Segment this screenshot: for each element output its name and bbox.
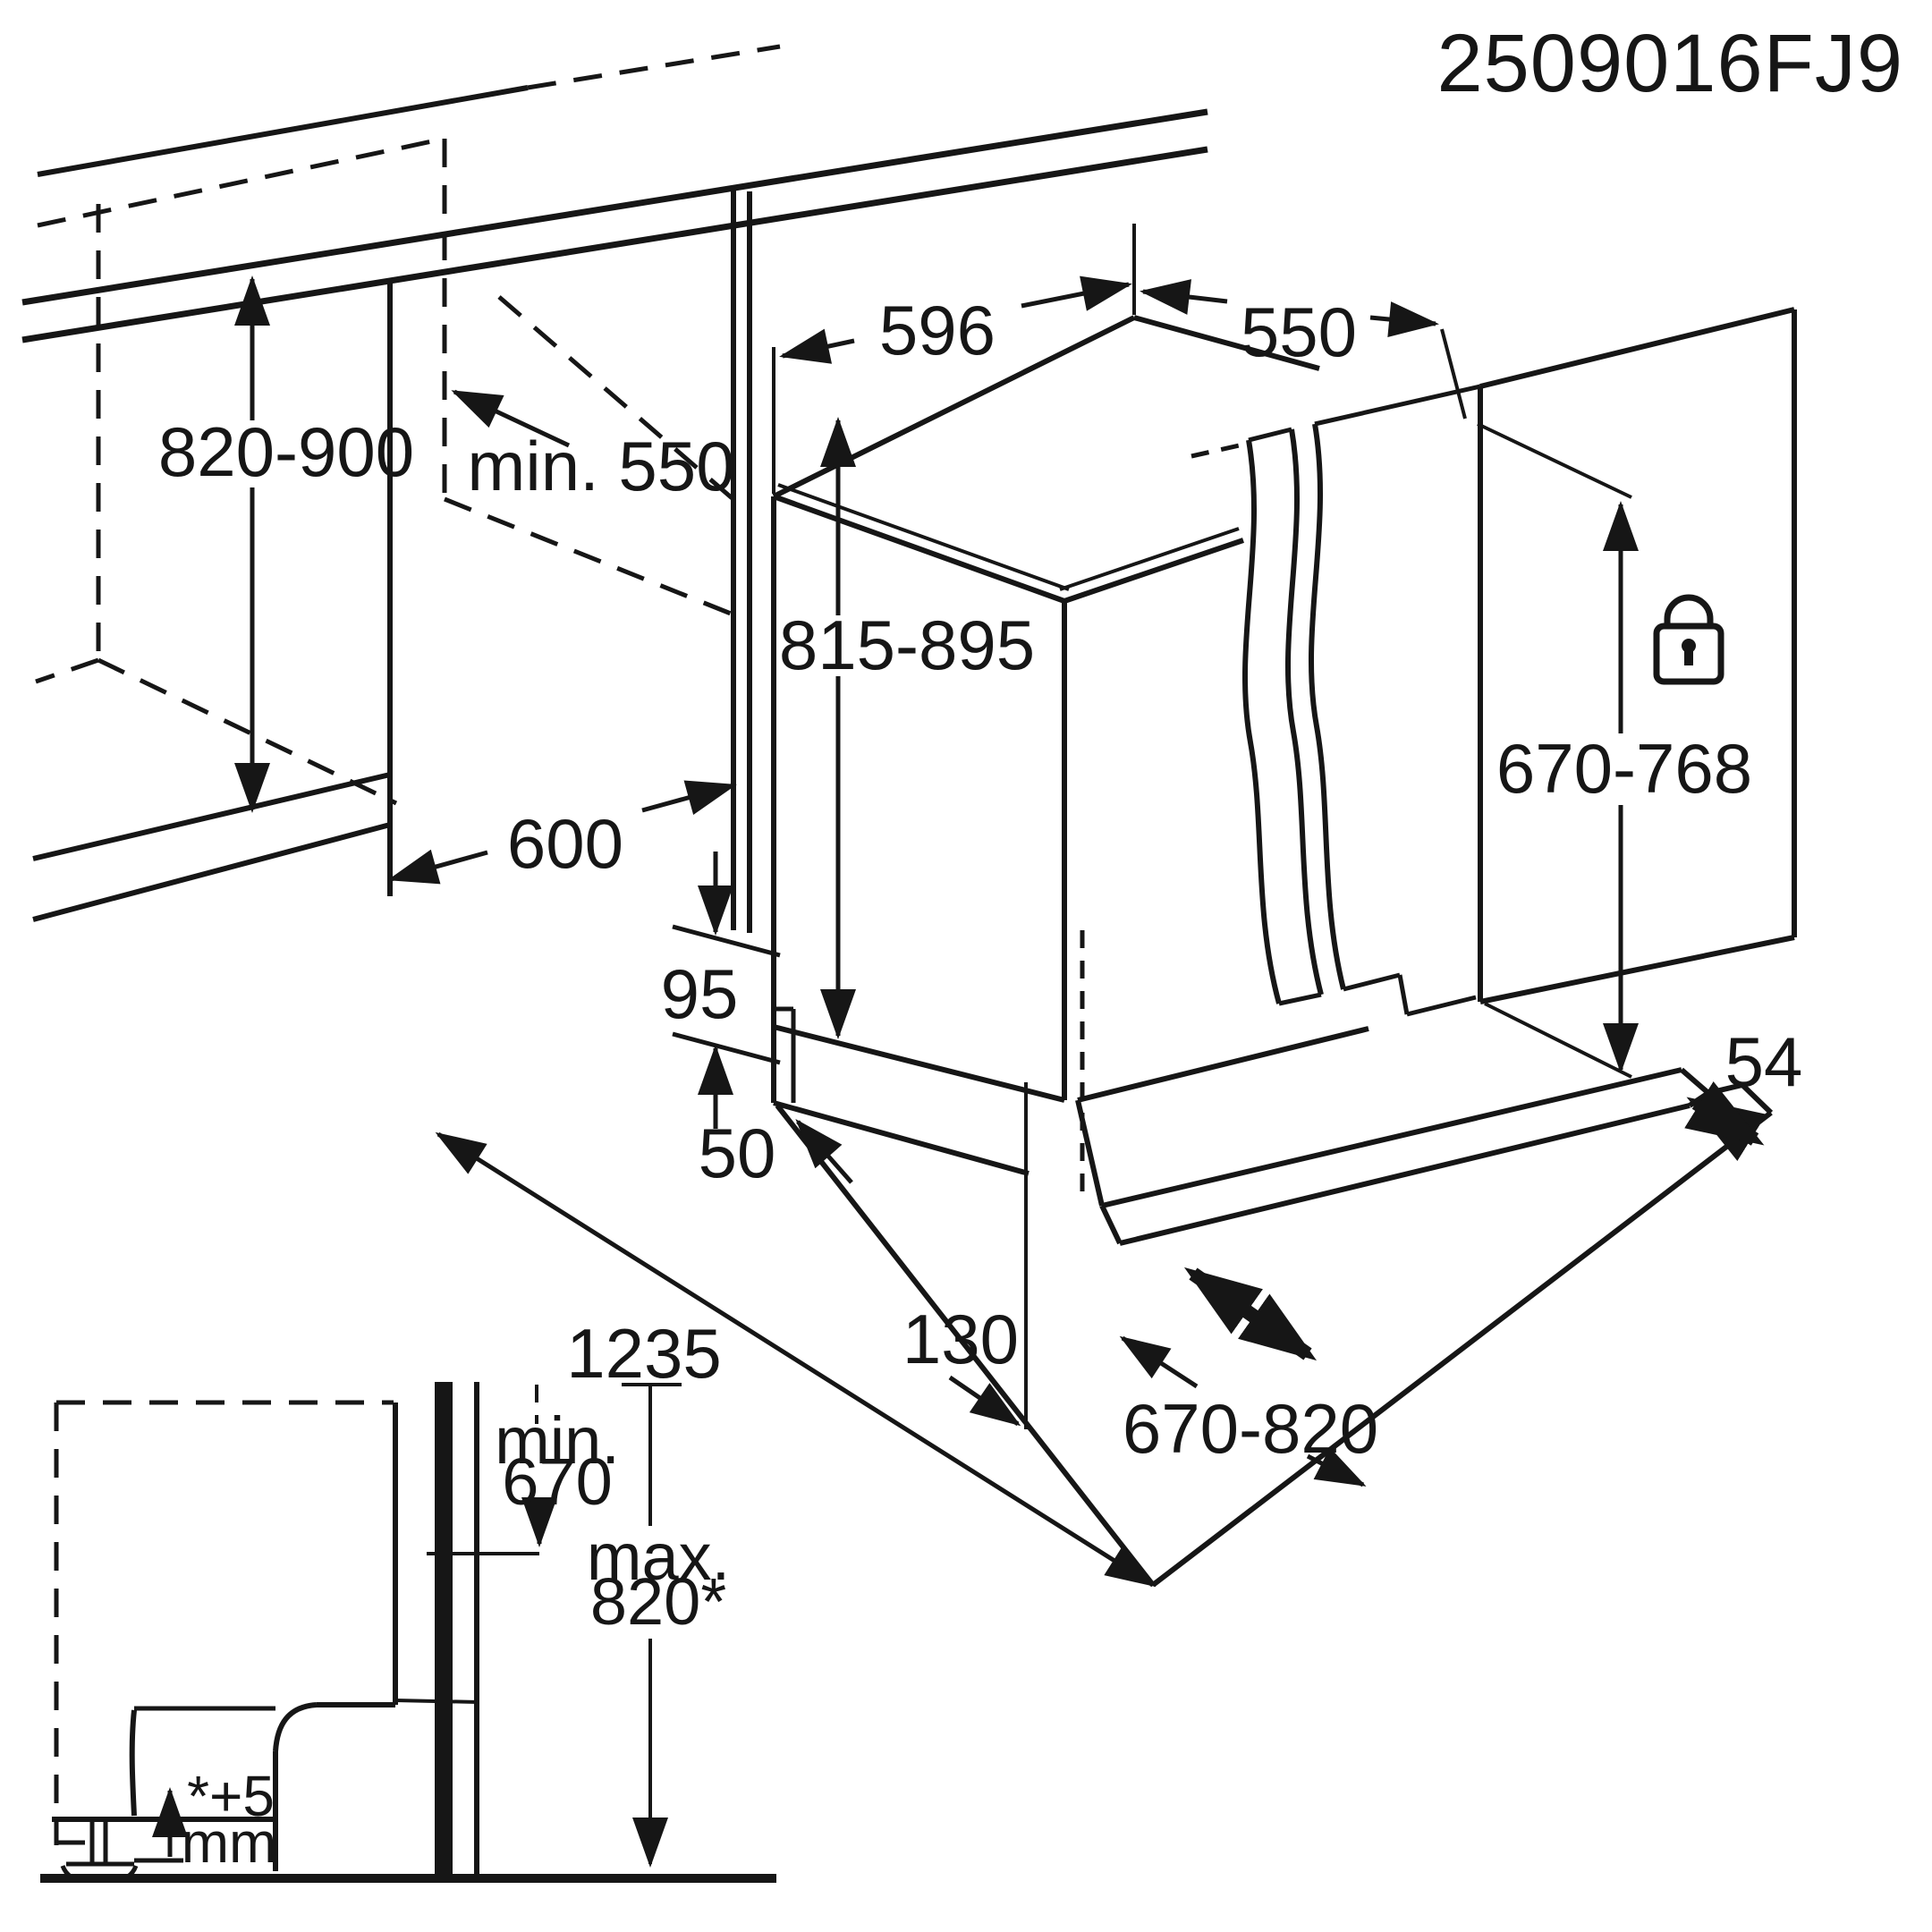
- foot-adjust-line1: *+5: [187, 1764, 275, 1828]
- panel-height-label: 670-768: [1496, 729, 1752, 808]
- detail-min-value: 670: [502, 1445, 612, 1519]
- part-number: 2509016FJ9: [1436, 18, 1903, 109]
- dim-appliance-width: 596: [772, 224, 1136, 494]
- counter-and-niche: [21, 44, 1208, 933]
- plinth-recess-label: 50: [699, 1114, 776, 1192]
- appliance-width-label: 596: [879, 291, 996, 369]
- total-depth-label: 1235: [566, 1314, 722, 1393]
- dim-niche-depth: min. 550: [451, 389, 735, 505]
- padlock-icon: [1653, 594, 1724, 685]
- double-arrow-icon: [1183, 1267, 1318, 1361]
- dim-niche-height: 820-900: [158, 275, 414, 813]
- appliance-depth-label: 550: [1241, 292, 1357, 371]
- niche-height-label: 820-900: [158, 412, 414, 491]
- dim-appliance-depth: 550: [1140, 279, 1467, 419]
- dim-plinth-height: 95: [661, 852, 781, 1129]
- dim-panel-edge: 54: [1684, 1022, 1803, 1161]
- plinth-height-label: 95: [661, 954, 739, 1033]
- panel-edge-label: 54: [1725, 1022, 1803, 1101]
- dim-panel-height: 670-768: [1477, 422, 1752, 1079]
- dim-panel-slide: 670-820: [1119, 1267, 1378, 1487]
- appliance-height-label: 815-895: [779, 606, 1035, 684]
- dim-appliance-height: 815-895: [779, 417, 1035, 1039]
- dim-door-clearance: 130: [902, 930, 1085, 1429]
- dim-niche-width: 600: [387, 780, 737, 885]
- dim-detail-min: min. 670: [427, 1385, 620, 1555]
- door-panel-section: [435, 1382, 453, 1877]
- detail-min-label: min.: [495, 1403, 620, 1478]
- double-arrow-icon: [1684, 1081, 1767, 1161]
- dim-total-depth: 1235: [435, 1131, 1157, 1588]
- furniture-panel-tall: [1478, 307, 1797, 1004]
- dim-detail-foot-adjust: *+5 mm: [134, 1764, 276, 1875]
- niche-width-label: 600: [507, 804, 623, 883]
- detail-max-label: max.: [587, 1520, 730, 1594]
- panel-slide-label: 670-820: [1123, 1389, 1378, 1468]
- dim-detail-max: max. 820*: [587, 1383, 730, 1868]
- detail-max-value: 820*: [590, 1564, 726, 1639]
- door-clearance-label: 130: [902, 1300, 1019, 1378]
- foot-adjust-line2: mm: [182, 1810, 277, 1875]
- niche-depth-label: min. 550: [467, 427, 734, 505]
- furniture-panel-wavy: [1191, 384, 1481, 1017]
- plinth-detail-view: min. 670 max. 820* *+5 mm: [40, 1382, 776, 1883]
